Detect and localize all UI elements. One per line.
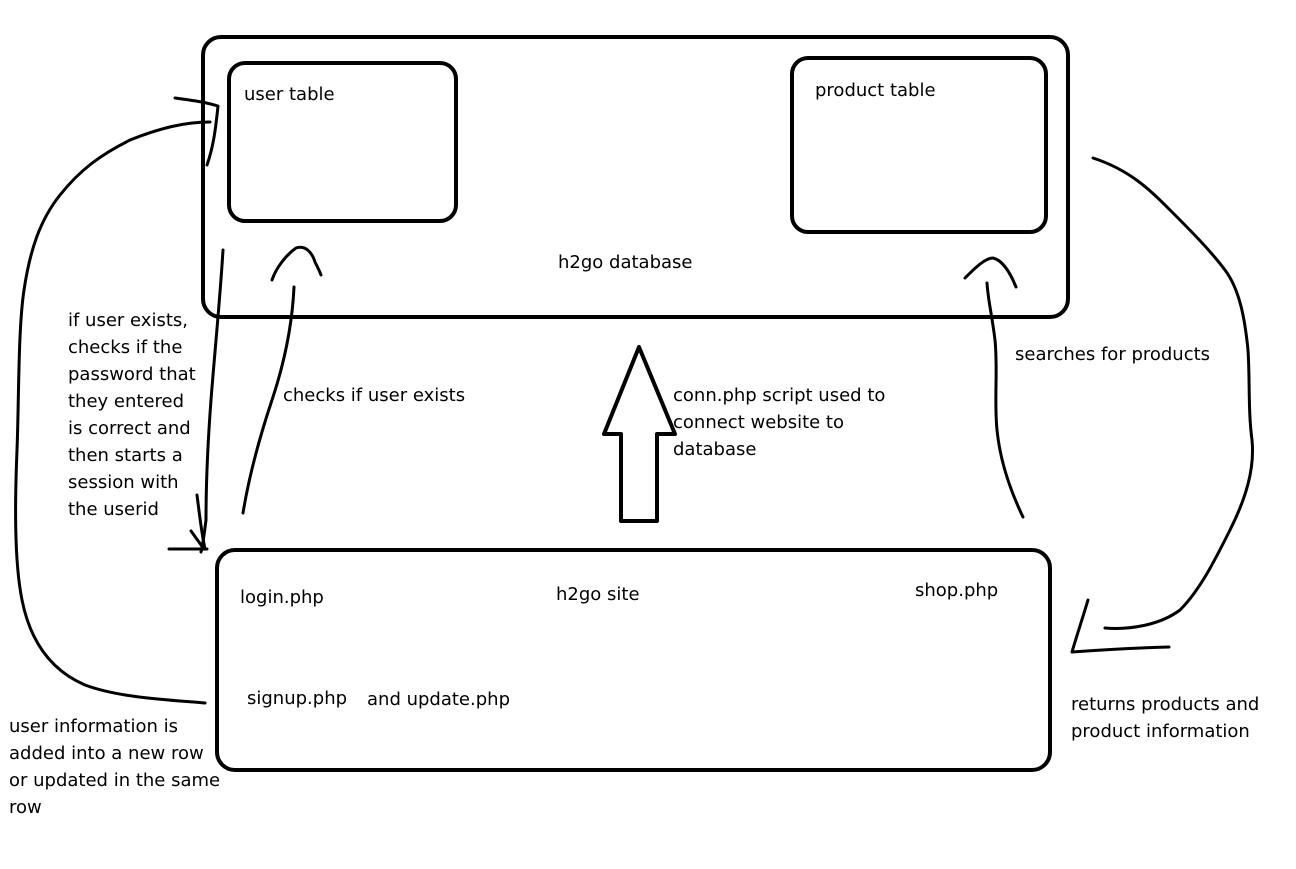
connection-note: conn.php script used to connect website …	[673, 385, 891, 460]
user-table-box	[227, 61, 458, 223]
user-info-arrow-head	[173, 96, 220, 167]
returns-products-arrow-head	[1070, 598, 1171, 654]
password-check-note-line: the userid	[68, 499, 159, 520]
password-check-note-line: they entered	[68, 391, 184, 412]
signup-page-label: signup.php	[247, 688, 347, 709]
site-box	[215, 548, 1052, 772]
search-products-arrow-shaft	[985, 281, 1025, 519]
password-check-note-line: session with	[68, 472, 179, 493]
product-table-box	[790, 56, 1048, 234]
user-info-note-line: row	[9, 797, 42, 818]
database-label: h2go database	[558, 252, 692, 273]
login-page-label: login.php	[240, 587, 324, 608]
connection-note-line: conn.php script used to	[673, 385, 885, 406]
database-box	[201, 35, 1070, 319]
user-table-label: user table	[244, 84, 335, 105]
connection-note-line: connect website to	[673, 412, 844, 433]
shop-page-label: shop.php	[915, 580, 998, 601]
user-info-note-line: user information is	[9, 716, 178, 737]
checks-user-exists-note: checks if user exists	[283, 385, 465, 406]
password-check-line	[199, 248, 225, 554]
password-check-note-line: if user exists,	[68, 310, 188, 331]
check-user-arrow-shaft	[241, 285, 296, 515]
site-label: h2go site	[556, 584, 640, 605]
password-check-note-line: then starts a	[68, 445, 183, 466]
user-info-note-line: added into a new row	[9, 743, 204, 764]
connection-arrow	[602, 345, 677, 523]
returns-products-note: returns products and product information	[1071, 694, 1265, 742]
user-info-note-line: or updated in the same	[9, 770, 220, 791]
connection-note-line: database	[673, 439, 756, 460]
password-check-note: if user exists, checks if the password t…	[68, 310, 201, 520]
password-check-note-line: password that	[68, 364, 196, 385]
returns-products-note-line: returns products and	[1071, 694, 1259, 715]
password-check-note-line: is correct and	[68, 418, 191, 439]
check-user-arrow-head	[270, 245, 323, 282]
user-info-curve-arrow	[14, 120, 212, 705]
returns-products-note-line: product information	[1071, 721, 1250, 742]
searches-products-note: searches for products	[1015, 344, 1210, 365]
product-table-label: product table	[815, 80, 936, 101]
user-info-note: user information is added into a new row…	[9, 716, 226, 818]
returns-products-curve-arrow	[1091, 156, 1255, 630]
password-check-arrow-head	[167, 493, 209, 551]
update-page-label: and update.php	[367, 689, 510, 710]
password-check-note-line: checks if the	[68, 337, 182, 358]
search-products-arrow-head	[963, 256, 1018, 289]
